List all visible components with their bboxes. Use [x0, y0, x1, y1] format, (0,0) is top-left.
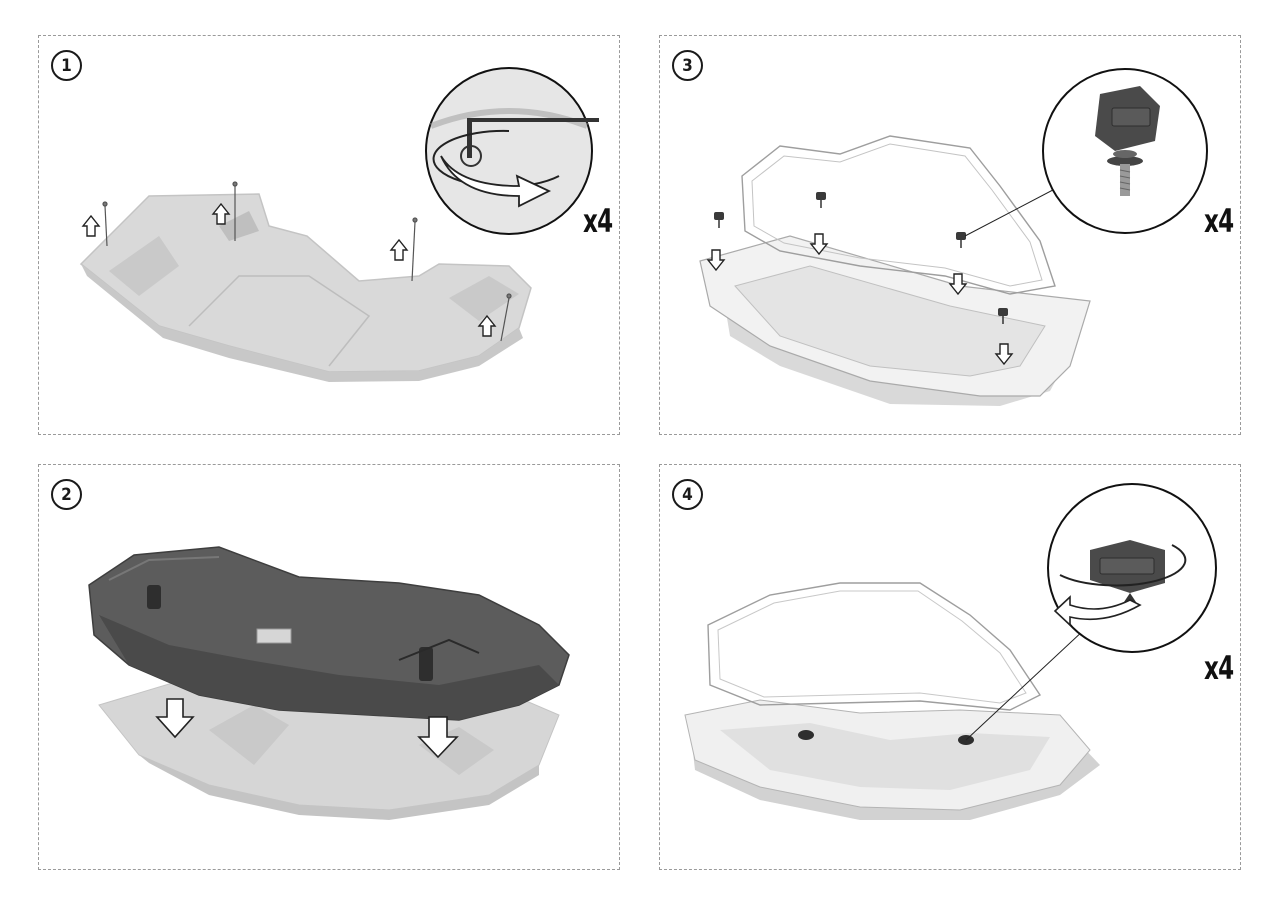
down-arrow-icon — [706, 233, 1014, 366]
step-2-panel: 2 — [38, 464, 620, 870]
knob-tightening-detail-circle — [1047, 483, 1217, 653]
step-number-badge: 1 — [51, 50, 82, 81]
case-onto-base-illustration — [88, 546, 570, 820]
quantity-label: x4 — [583, 202, 613, 240]
lid-with-knobs-illustration — [699, 68, 1208, 406]
step-number-badge: 4 — [672, 479, 703, 510]
step-4-panel: 4 x4 — [659, 464, 1241, 870]
quantity-label: x4 — [1204, 202, 1234, 240]
step-number-badge: 2 — [51, 479, 82, 510]
tighten-knobs-illustration — [684, 483, 1217, 820]
step-3-panel: 3 — [659, 35, 1241, 435]
quantity-label: x4 — [1204, 649, 1234, 687]
hex-key-detail-circle — [425, 67, 599, 235]
step-number-badge: 3 — [672, 50, 703, 81]
down-arrow-icon — [155, 698, 459, 759]
base-plate-with-screws-illustration — [79, 67, 599, 382]
up-arrow-icon — [81, 202, 497, 337]
step-1-panel: 1 x4 — [38, 35, 620, 435]
knob-detail-circle — [1042, 68, 1208, 234]
knob-icon — [714, 192, 1008, 324]
